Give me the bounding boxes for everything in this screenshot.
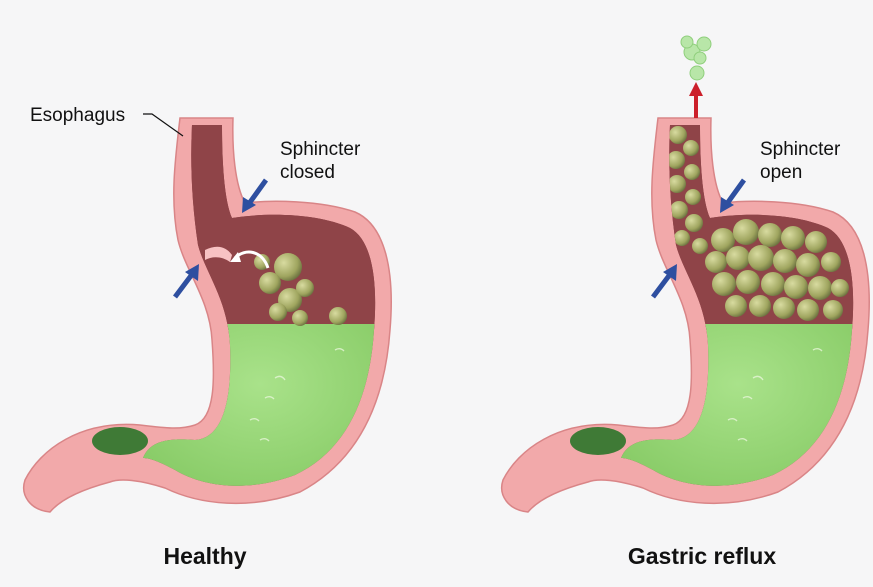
reflux-caption: Gastric reflux bbox=[628, 543, 776, 569]
sphincter-open-label-line2: open bbox=[760, 162, 802, 183]
pylorus-chamber bbox=[92, 427, 148, 455]
esophagus-label: Esophagus bbox=[30, 105, 125, 126]
arrow-icon bbox=[651, 264, 677, 299]
sphincter-closed-label-line2: closed bbox=[280, 162, 335, 183]
esophagus-leader-line bbox=[143, 113, 184, 137]
blocked-reflux-arrow-icon bbox=[230, 250, 270, 269]
reflux-arrow-icon bbox=[689, 82, 703, 118]
sphincter-closed-label-line1: Sphincter bbox=[280, 139, 361, 160]
reflux-stomach bbox=[500, 35, 870, 513]
sphincter-open-label-line1: Sphincter bbox=[760, 139, 841, 160]
healthy-caption: Healthy bbox=[163, 543, 246, 569]
arrow-icon bbox=[242, 178, 269, 213]
arrow-icon bbox=[720, 178, 747, 213]
reflux-bubble-icon bbox=[680, 35, 712, 81]
food-particle-icon bbox=[254, 253, 347, 326]
pylorus-chamber bbox=[570, 427, 626, 455]
healthy-stomach bbox=[22, 113, 392, 513]
arrow-icon bbox=[173, 264, 199, 299]
food-particle-icon bbox=[667, 126, 849, 321]
